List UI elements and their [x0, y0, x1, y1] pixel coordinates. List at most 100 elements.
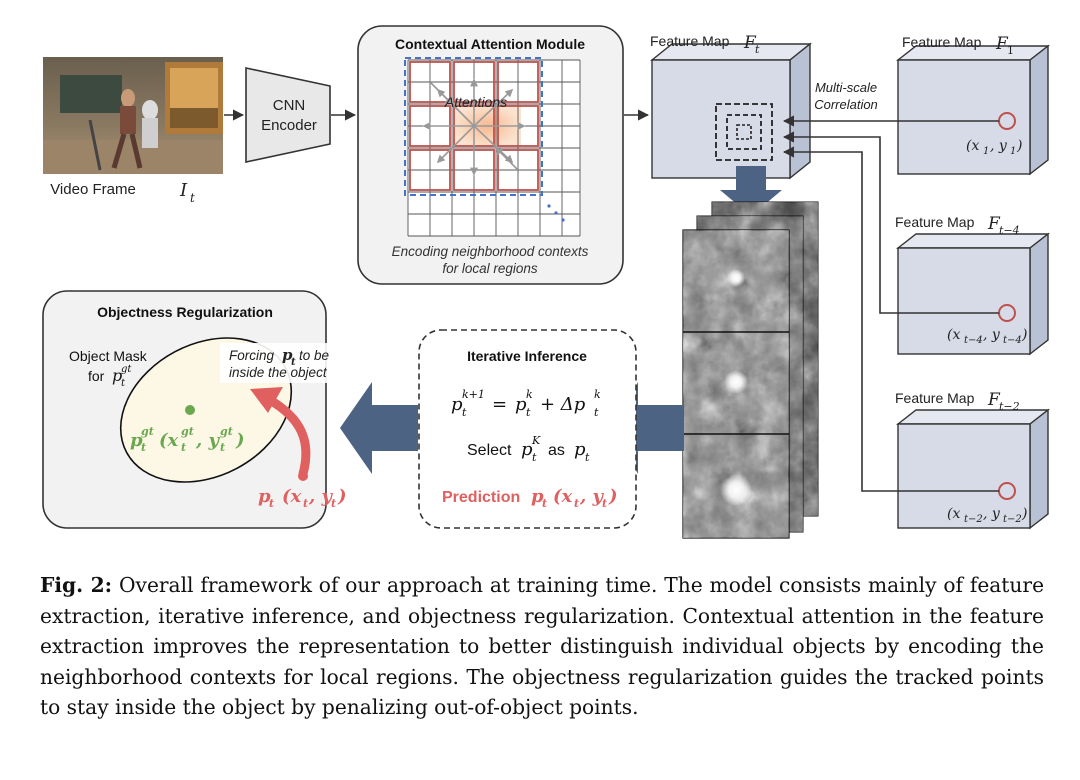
attention-note-line1: Encoding neighborhood contexts: [392, 244, 589, 259]
feature-map-current: [650, 42, 812, 180]
forcing-note-background: [220, 343, 348, 383]
svg-text:p: p: [515, 394, 527, 415]
svg-text:p: p: [521, 439, 533, 460]
svg-text:1: 1: [1010, 146, 1016, 157]
predicted-point-dot: [298, 471, 308, 481]
svg-text:1: 1: [983, 146, 989, 157]
svg-text:t: t: [121, 378, 126, 389]
svg-text:t−4: t−4: [964, 335, 983, 346]
svg-text:): ): [608, 486, 618, 507]
svg-text:): ): [1021, 506, 1027, 522]
svg-text:Forcing: Forcing: [229, 348, 275, 363]
svg-text:): ): [1016, 138, 1022, 154]
svg-text:t: t: [532, 451, 537, 464]
svg-text:t: t: [141, 441, 146, 454]
attention-note-line2: for local regions: [442, 261, 538, 276]
forcing-arrow-head: [250, 387, 283, 413]
encoder-label-line2: Encoder: [261, 117, 317, 134]
feature-map-f-t2-point: (x t−2 , y t−2 ): [947, 506, 1027, 525]
feature-map-f1-subscript: 1: [1007, 44, 1014, 57]
svg-text:gt: gt: [141, 425, 154, 438]
feature-map-f1-symbol: F: [995, 34, 1009, 54]
svg-text:k: k: [594, 388, 601, 401]
svg-text:Object Mask: Object Mask: [69, 348, 148, 364]
svg-text:(x: (x: [947, 327, 960, 343]
caption-text: Overall framework of our approach at tra…: [40, 573, 1045, 720]
video-frame-symbol: I: [179, 180, 188, 201]
predicted-point-label: p t (x t , y t ): [258, 486, 347, 510]
svg-text:(x: (x: [553, 486, 573, 507]
iterative-update-equation: p k+1 t = p k t + Δp k t: [451, 388, 601, 419]
svg-text:t: t: [594, 406, 599, 419]
svg-text:k+1: k+1: [462, 388, 485, 401]
attention-grid: [404, 57, 581, 237]
svg-text:, y: , y: [195, 430, 221, 451]
contextual-attention-title: Contextual Attention Module: [395, 36, 585, 52]
gt-point-dot: [185, 405, 195, 415]
objectness-title: Objectness Regularization: [97, 304, 273, 320]
iterative-inference-panel: [418, 329, 637, 529]
feature-map-f-t2-symbol: F: [987, 390, 1001, 410]
svg-text:t: t: [291, 357, 296, 368]
svg-text:): ): [337, 486, 347, 507]
svg-text:gt: gt: [181, 425, 194, 438]
svg-text:): ): [1021, 327, 1027, 343]
svg-text:(x: (x: [966, 138, 979, 154]
svg-text:t: t: [542, 497, 547, 510]
feature-map-f1-point: (x 1 , y 1 ): [966, 138, 1022, 157]
svg-text:t: t: [574, 497, 579, 510]
feature-map-f-t2-label: Feature Map: [895, 390, 975, 406]
svg-text:t: t: [585, 451, 590, 464]
svg-text:, y: , y: [983, 506, 1001, 522]
svg-text:=: =: [492, 394, 507, 415]
svg-text:(x: (x: [947, 506, 960, 522]
svg-text:to be: to be: [299, 348, 329, 363]
svg-text:, y: , y: [983, 327, 1001, 343]
encoder-label-line1: CNN: [273, 97, 306, 114]
svg-text:p: p: [531, 486, 544, 507]
prediction-output: Prediction p t (x t , y t ): [442, 486, 618, 510]
feature-map-current-symbol: F: [743, 33, 757, 53]
svg-text:Select: Select: [467, 442, 512, 459]
svg-text:k: k: [526, 388, 533, 401]
arrow-down-to-correlation-volume: [720, 166, 782, 216]
svg-text:p: p: [130, 430, 143, 451]
svg-text:p: p: [574, 439, 586, 460]
svg-text:+ Δp: + Δp: [540, 394, 586, 415]
svg-text:p: p: [112, 366, 122, 385]
svg-text:for: for: [88, 368, 105, 384]
feature-map-f1-label: Feature Map: [902, 34, 982, 50]
svg-text:Prediction: Prediction: [442, 489, 520, 506]
svg-text:(x: (x: [159, 430, 179, 451]
correlation-label-line1: Multi-scale: [815, 80, 877, 95]
svg-text:inside the object: inside the object: [229, 365, 328, 380]
object-mask-label: Object Mask for p gt t: [69, 348, 148, 389]
svg-text:t: t: [303, 497, 308, 510]
feature-map-f1: [895, 44, 1051, 176]
feature-map-f-t2-subscript: t−2: [999, 400, 1020, 413]
figure-caption: Fig. 2: Overall framework of our approac…: [40, 570, 1044, 723]
svg-text:t−2: t−2: [964, 514, 983, 525]
video-frame-label: Video Frame: [50, 181, 136, 198]
cnn-encoder-shape: [245, 67, 331, 163]
svg-text:t−2: t−2: [1003, 514, 1022, 525]
gt-point-label: p gt t (x gt t , y gt t ): [130, 425, 245, 454]
svg-text:as: as: [548, 442, 565, 459]
svg-text:p: p: [451, 394, 463, 415]
caption-label: Fig. 2:: [40, 573, 113, 597]
svg-text:t: t: [220, 441, 225, 454]
feature-map-f-t4-label: Feature Map: [895, 214, 975, 230]
svg-text:t: t: [526, 406, 531, 419]
framework-diagram: Video Frame I t CNN Encoder Contextual A…: [42, 25, 1051, 539]
svg-text:t: t: [462, 406, 467, 419]
feature-map-f-t4-subscript: t−4: [999, 224, 1020, 237]
svg-text:p: p: [258, 486, 271, 507]
feature-map-f-t4-point: (x t−4 , y t−4 ): [947, 327, 1027, 346]
svg-text:t−4: t−4: [1003, 335, 1022, 346]
svg-text:t: t: [331, 497, 336, 510]
svg-text:): ): [235, 430, 245, 451]
video-frame-subscript: t: [190, 191, 195, 205]
feature-map-f-t4-symbol: F: [987, 214, 1001, 234]
svg-text:K: K: [531, 434, 541, 447]
correlation-volume-stack: [682, 201, 819, 539]
